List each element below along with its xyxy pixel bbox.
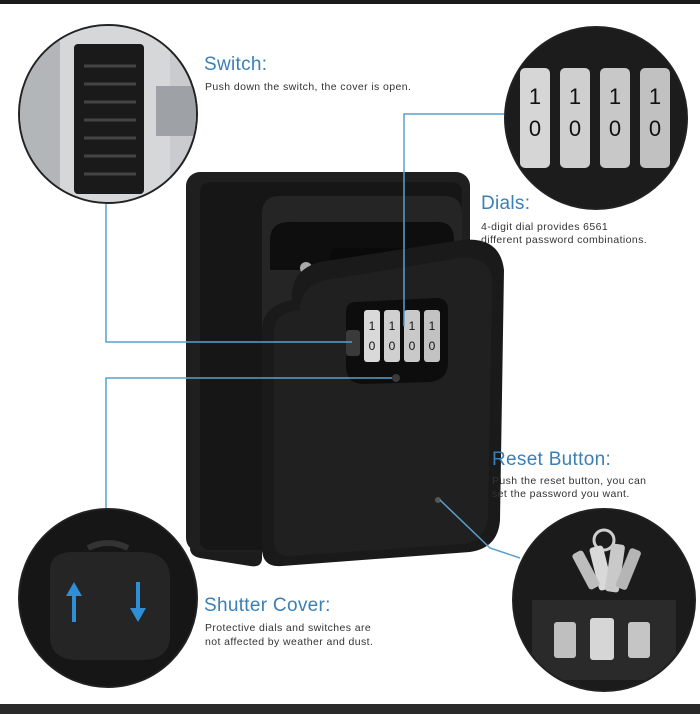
svg-text:0: 0	[409, 339, 416, 353]
svg-text:0: 0	[369, 339, 376, 353]
shutter-detail-circle	[18, 508, 198, 688]
dials-callout-desc-line2: different password combinations.	[481, 234, 648, 246]
dial-digit-bottom-1: 0	[529, 116, 541, 141]
svg-text:0: 0	[389, 339, 396, 353]
svg-text:1: 1	[369, 319, 376, 333]
arrow-down-icon	[130, 582, 146, 622]
switch-detail-circle	[18, 24, 198, 204]
dials-detail-circle: 1 1 1 1 0 0 0 0	[504, 26, 688, 210]
bottom-border	[0, 704, 700, 714]
shutter-callout-desc-line1: Protective dials and switches are	[205, 622, 372, 634]
keys-illustration	[572, 528, 641, 593]
switch-callout-title: Switch:	[204, 54, 268, 75]
reset-detail-circle	[512, 508, 696, 692]
shutter-callout-desc-line2: not affected by weather and dust.	[205, 636, 374, 648]
svg-text:1: 1	[389, 319, 396, 333]
top-border	[0, 0, 700, 4]
dial-digit-top-3: 1	[609, 84, 621, 109]
dial-digit-bottom-2: 0	[569, 116, 581, 141]
reset-callout-desc-line2: set the password you want.	[492, 488, 630, 500]
dial-digit-top-2: 1	[569, 84, 581, 109]
svg-text:1: 1	[429, 319, 436, 333]
dial-digit-top-4: 1	[649, 84, 661, 109]
reset-callout-title: Reset Button:	[492, 449, 612, 470]
arrow-up-icon	[66, 582, 82, 622]
svg-text:0: 0	[429, 339, 436, 353]
dial-digit-top-1: 1	[529, 84, 541, 109]
shutter-callout-title: Shutter Cover:	[204, 595, 331, 616]
dial-digit-bottom-3: 0	[609, 116, 621, 141]
svg-text:1: 1	[409, 319, 416, 333]
dial-digit-bottom-4: 0	[649, 116, 661, 141]
switch-callout-desc: Push down the switch, the cover is open.	[205, 81, 412, 93]
reset-callout-desc-line1: Push the reset button, you can	[492, 475, 647, 487]
dials-callout-desc-line1: 4-digit dial provides 6561	[481, 221, 609, 233]
dials-callout-title: Dials:	[481, 193, 531, 214]
